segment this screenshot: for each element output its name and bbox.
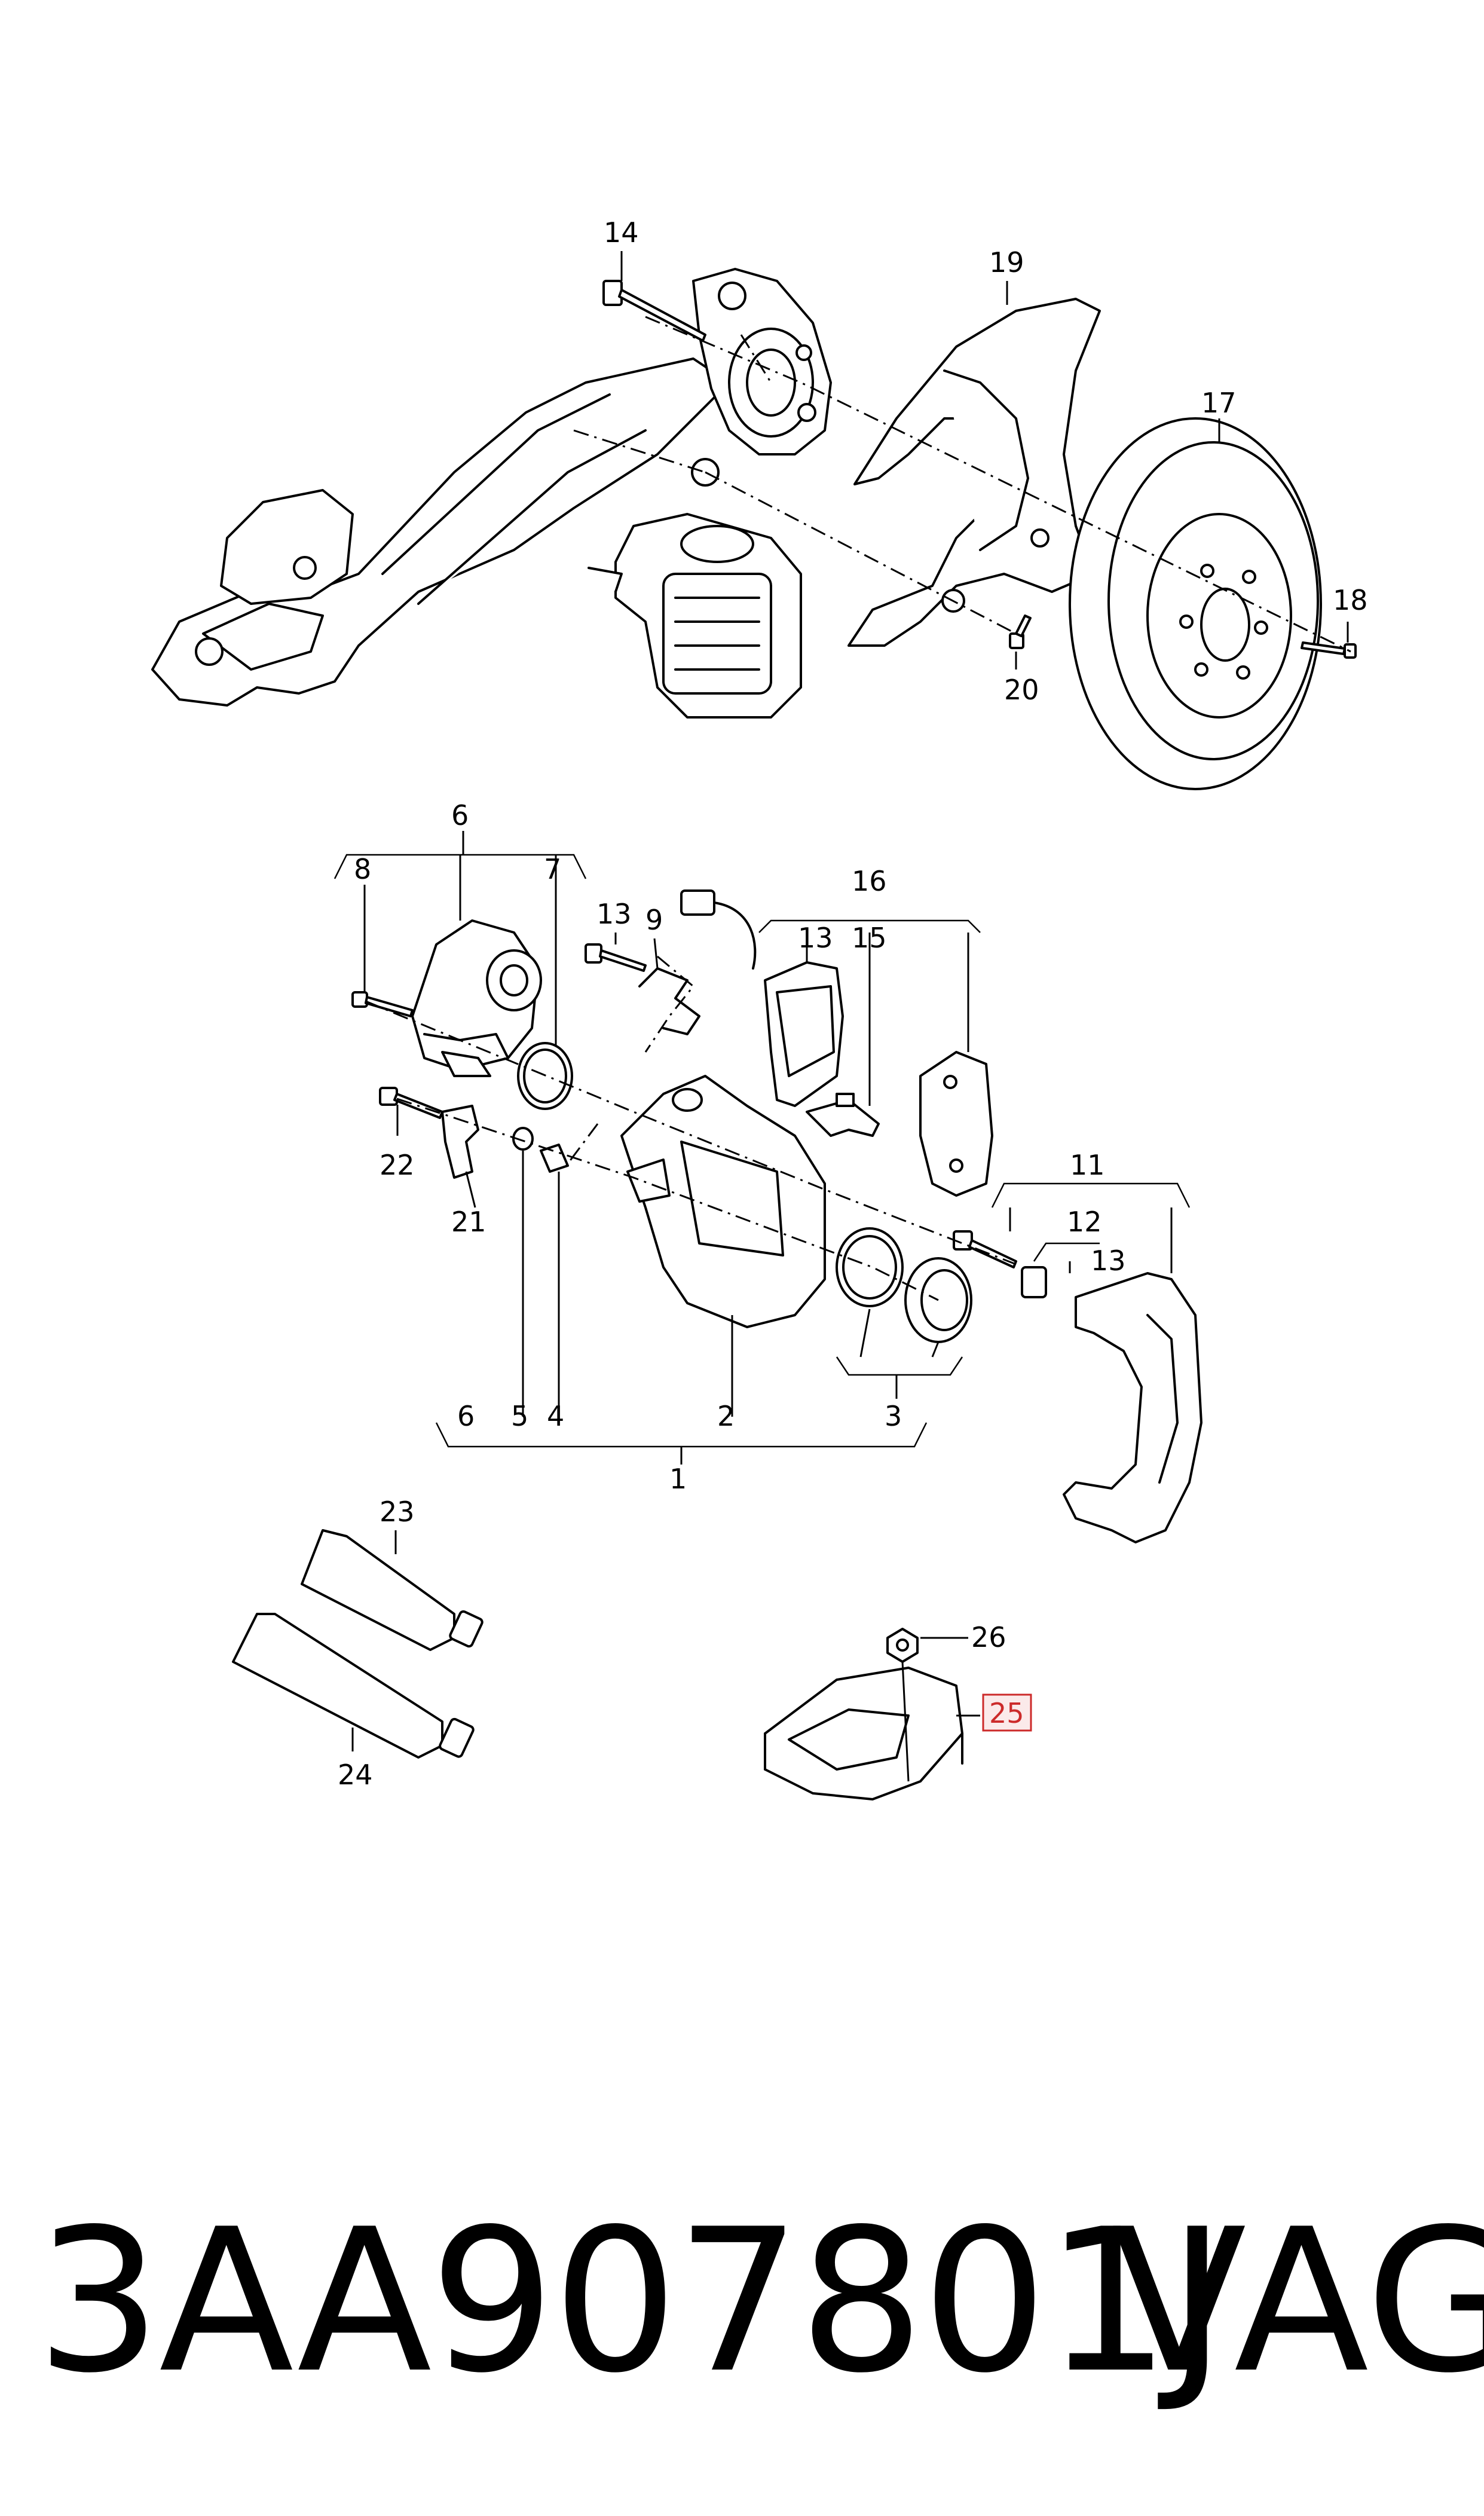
bracket-21 bbox=[441, 1105, 479, 1179]
brake-pad-13 bbox=[764, 961, 844, 1107]
callout-14: 14 bbox=[604, 216, 639, 249]
bolt-18 bbox=[1301, 641, 1357, 659]
callout-19: 19 bbox=[989, 246, 1024, 279]
wheel-hub-knuckle bbox=[691, 268, 832, 487]
callout-6-top: 6 bbox=[451, 799, 469, 831]
brake-pad-16 bbox=[919, 1051, 993, 1197]
bolt-8 bbox=[351, 991, 414, 1017]
brake-disc-17 bbox=[1069, 417, 1322, 790]
bushing-13 bbox=[1021, 1266, 1047, 1298]
grease-tube-24 bbox=[232, 1613, 475, 1759]
exploded-parts-diagram: 14 19 17 18 20 6 8 7 16 13 9 13 15 11 12… bbox=[151, 216, 1368, 1800]
callout-3: 3 bbox=[885, 1400, 902, 1432]
callout-22: 22 bbox=[380, 1149, 415, 1181]
callout-4: 4 bbox=[547, 1400, 564, 1432]
callout-23: 23 bbox=[380, 1496, 415, 1528]
brand-name: VAG bbox=[1112, 2187, 1484, 2416]
bolt-13-left bbox=[585, 943, 647, 972]
subframe-arm bbox=[151, 357, 730, 707]
callout-25[interactable]: 25 bbox=[989, 1697, 1024, 1729]
callout-26: 26 bbox=[971, 1621, 1006, 1653]
guide-pin-11 bbox=[953, 1230, 1017, 1268]
nut-26 bbox=[886, 1628, 919, 1663]
bolt-14 bbox=[602, 280, 706, 342]
callout-13-right: 13 bbox=[1091, 1245, 1126, 1277]
caliper-upper bbox=[588, 513, 802, 719]
callout-9: 9 bbox=[645, 904, 663, 936]
splash-shield-19 bbox=[847, 298, 1101, 647]
callout-16: 16 bbox=[852, 865, 887, 897]
bolt-20 bbox=[1009, 615, 1032, 649]
callout-13-pad: 13 bbox=[798, 922, 833, 954]
part-number: 3AA907801J bbox=[36, 2187, 1226, 2416]
seal-ring-3a bbox=[836, 1227, 904, 1307]
callout-11: 11 bbox=[1070, 1149, 1105, 1181]
carrier-11 bbox=[1063, 1272, 1203, 1543]
caliper-housing-2 bbox=[620, 1075, 826, 1328]
wear-sensor-cable bbox=[680, 889, 757, 970]
callout-1: 1 bbox=[669, 1463, 687, 1495]
callout-20: 20 bbox=[1004, 674, 1039, 706]
callout-21: 21 bbox=[451, 1206, 486, 1238]
callout-15: 15 bbox=[852, 922, 887, 954]
clip-15 bbox=[806, 1093, 880, 1137]
parking-brake-motor-6 bbox=[411, 919, 542, 1077]
grease-tube-23 bbox=[301, 1529, 484, 1651]
callout-13-left: 13 bbox=[596, 898, 632, 930]
control-unit-25 bbox=[764, 1667, 963, 1800]
callout-7: 7 bbox=[544, 853, 561, 885]
callout-8: 8 bbox=[354, 853, 371, 885]
callout-5: 5 bbox=[511, 1400, 528, 1432]
callout-12: 12 bbox=[1067, 1206, 1102, 1238]
callout-2: 2 bbox=[717, 1400, 735, 1432]
callout-18: 18 bbox=[1333, 584, 1368, 616]
callout-17: 17 bbox=[1201, 387, 1237, 419]
callout-6-bottom: 6 bbox=[457, 1400, 475, 1432]
callout-24: 24 bbox=[338, 1759, 373, 1791]
spring-9 bbox=[638, 967, 700, 1035]
bleeder-4 bbox=[540, 1144, 569, 1173]
cap-5 bbox=[512, 1127, 534, 1151]
callout-25-highlight-box bbox=[982, 1693, 1032, 1732]
